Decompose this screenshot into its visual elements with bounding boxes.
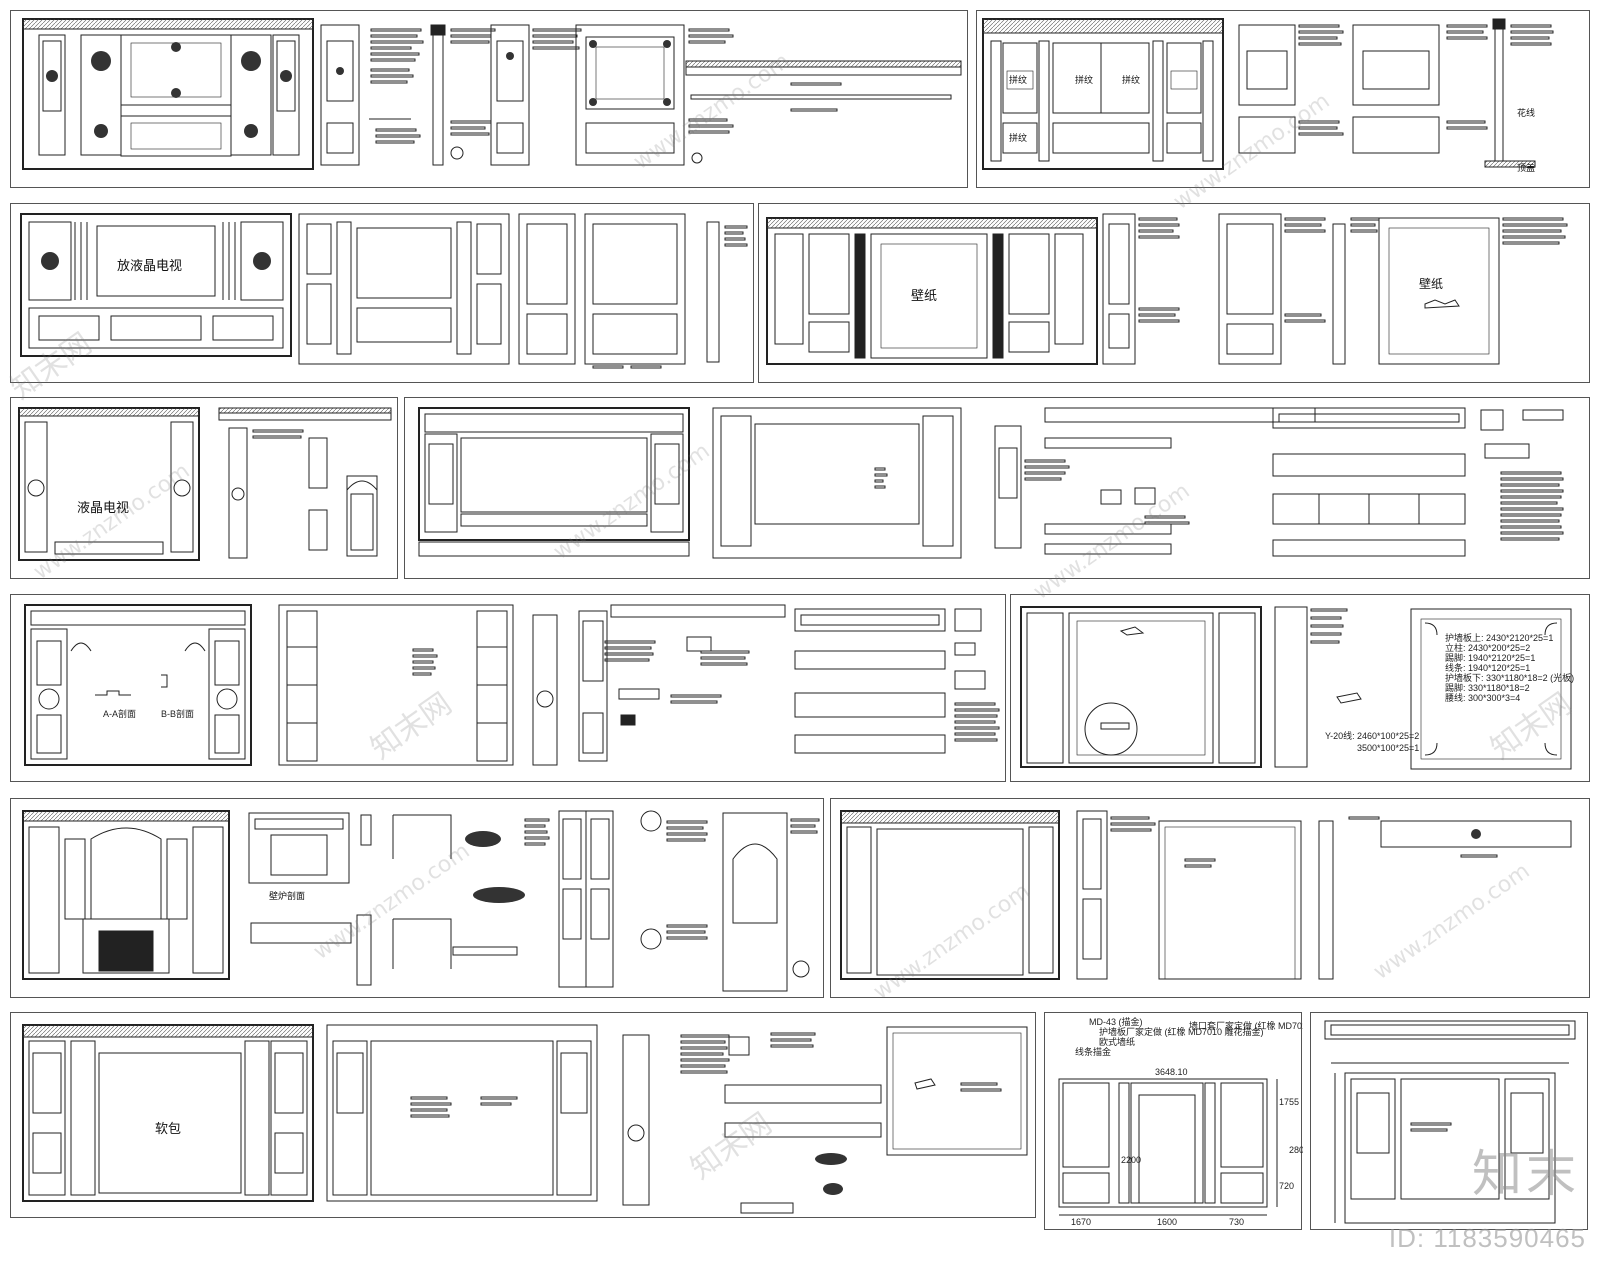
dim-value: 1755 (1279, 1097, 1299, 1107)
sheet-fireplace-wall: 壁炉剖面 (10, 798, 824, 998)
callout-text: 腰线: 300*300*3=4 (1445, 692, 1520, 703)
dim-value: 730 (1229, 1217, 1244, 1227)
y20-line-dim: 2460*100*25=2 (1357, 731, 1419, 741)
sheet-tv-wall-a: 放液晶电视 (10, 203, 754, 383)
sheet-tv-cabinet-set (404, 397, 1590, 579)
wallpaper-label: 壁纸 (911, 289, 937, 304)
dim-value: 2800 (1289, 1145, 1303, 1155)
flower-line-label: 花线 (1517, 107, 1535, 119)
pattern-label: 拼纹 (1009, 74, 1027, 86)
dim-value: 2200 (1121, 1155, 1141, 1165)
pattern-label: 拼纹 (1122, 74, 1140, 86)
detail-note: MD-43 (描金) (1089, 1016, 1143, 1027)
sheet-plan-section (1310, 1012, 1588, 1230)
callout-text: 立柱: 2430*200*25=2 (1445, 642, 1530, 653)
pattern-label: 拼纹 (1075, 74, 1093, 86)
detail-note: 墙口套厂家定做 (红橡 MD7010 雕花描金) (1189, 1020, 1303, 1031)
sheet-lcd-frame: 液晶电视 (10, 397, 398, 579)
section-aa-label: A-A剖面 (103, 708, 136, 719)
sheet-arch-frame: A-A剖面 B-B剖面 (10, 594, 1006, 782)
detail-note: 欧式墙纸 (1099, 1036, 1135, 1047)
dim-value: 1670 (1071, 1217, 1091, 1227)
detail-note: 线条描金 (1075, 1046, 1111, 1057)
wainscot-section-label: 壁炉剖面 (269, 890, 305, 902)
lcd-tv-label: 液晶电视 (77, 501, 129, 516)
dim-value: 3648.10 (1155, 1067, 1188, 1077)
callout-text: 护墙板上: 2430*2120*25=1 (1445, 632, 1553, 643)
callout-text: 护墙板下: 330*1180*18=2 (光板) (1445, 672, 1574, 683)
wallpaper-label: 壁纸 (1419, 276, 1443, 291)
brand-logo: 知末 (1472, 1145, 1580, 1203)
sheet-pattern-elevation: 拼纹 拼纹 拼纹 拼纹 花线 顶盖 (976, 10, 1590, 188)
pattern-label: 拼纹 (1009, 132, 1027, 144)
section-bb-label: B-B剖面 (161, 708, 194, 719)
callout-text: 踢脚: 1940*2120*25=1 (1445, 653, 1535, 663)
dim-value: 1600 (1157, 1217, 1177, 1227)
sheet-classic-wall-elevation-a (10, 10, 968, 188)
tv-placement-label: 放液晶电视 (117, 259, 182, 274)
sheet-diamond-wall (830, 798, 1590, 998)
sheet-soft-pack-wall: 软包 (10, 1012, 1036, 1218)
sheet-dimensioned-elevation: MD-43 (描金) 护墙板厂家定做 (红橡 MD7010 雕花描金) 欧式墙纸… (1044, 1012, 1303, 1230)
callout-text: 线条: 1940*120*25=1 (1445, 662, 1530, 673)
y20-line-label: Y-20线: (1325, 730, 1355, 741)
sheet-wallpaper-wall: 壁纸 壁纸 (758, 203, 1590, 383)
soft-pack-label: 软包 (155, 1122, 181, 1137)
top-cap-label: 顶盖 (1517, 162, 1535, 174)
detail-note: 护墙板厂家定做 (红橡 MD7010 雕花描金) (1099, 1026, 1264, 1037)
y20-line-dim: 3500*100*25=1 (1357, 743, 1419, 753)
callout-text: 踢脚: 330*1180*18=2 (1445, 683, 1530, 693)
sheet-lattice-panel: Y-20线: 2460*100*25=2 3500*100*25=1 护墙板上:… (1010, 594, 1590, 782)
image-id-label: ID: 1183590465 (1388, 1223, 1586, 1253)
dim-value: 720 (1279, 1181, 1294, 1191)
